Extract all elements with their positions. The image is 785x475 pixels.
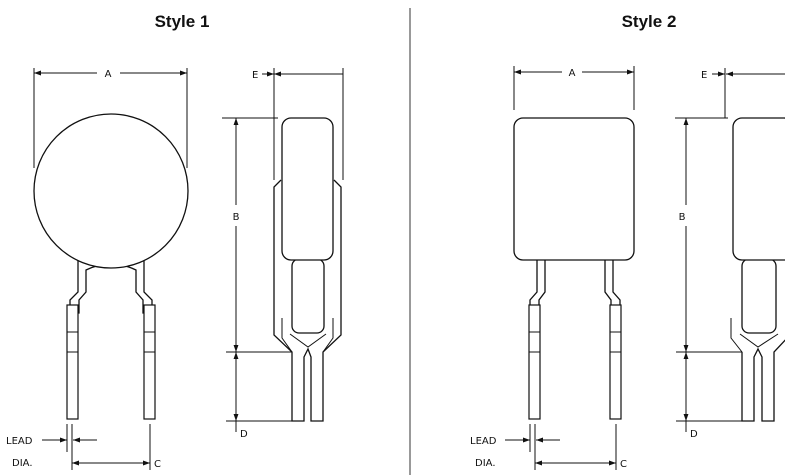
style-2-side-view xyxy=(730,117,785,422)
style-1-dimension-a: A xyxy=(33,68,188,168)
dimension-label-b-style-2: B xyxy=(679,212,686,223)
style-1-leads xyxy=(66,304,156,420)
dimension-label-b: B xyxy=(233,212,240,223)
lead-dia-label-line1-style-2: LEAD xyxy=(470,436,497,447)
dimension-label-d: D xyxy=(240,429,248,440)
lead-dia-label-line2: DIA. xyxy=(12,458,33,469)
style-1-disc-body xyxy=(33,113,189,314)
dimension-label-e: E xyxy=(252,70,258,81)
style-1-drawing: Style 1 A LEAD xyxy=(6,12,344,470)
style-1-lead-dia-dimension: LEAD DIA. xyxy=(6,424,97,469)
style-2-dimension-c: C xyxy=(534,424,627,470)
dimension-label-e-style-2: E xyxy=(701,70,707,81)
dimension-label-c-style-2: C xyxy=(620,459,627,470)
style-2-drawing: Style 2 A LEAD xyxy=(470,12,785,470)
style-1-dimension-e: E xyxy=(252,68,344,180)
style-1-side-view xyxy=(273,117,342,422)
style-2-title: Style 2 xyxy=(622,12,677,31)
style-2-dimension-a: A xyxy=(513,66,635,110)
style-2-dimension-b: B xyxy=(675,117,742,353)
style-2-leads xyxy=(528,304,622,420)
style-2-lead-dia-dimension: LEAD DIA. xyxy=(470,424,560,469)
style-1-title: Style 1 xyxy=(155,12,210,31)
style-1-dimension-c: C xyxy=(71,424,161,470)
dimension-label-a: A xyxy=(105,69,112,80)
lead-dia-label-line2-style-2: DIA. xyxy=(475,458,496,469)
style-1-dimension-d: D xyxy=(226,352,300,440)
lead-dia-label-line1: LEAD xyxy=(6,436,33,447)
style-2-dimension-e: E xyxy=(701,68,785,118)
dimension-label-d-style-2: D xyxy=(690,429,698,440)
style-2-square-body xyxy=(513,117,635,314)
dimension-label-a-style-2: A xyxy=(569,68,576,79)
dimension-label-c: C xyxy=(154,459,161,470)
style-2-dimension-d: D xyxy=(676,352,748,440)
